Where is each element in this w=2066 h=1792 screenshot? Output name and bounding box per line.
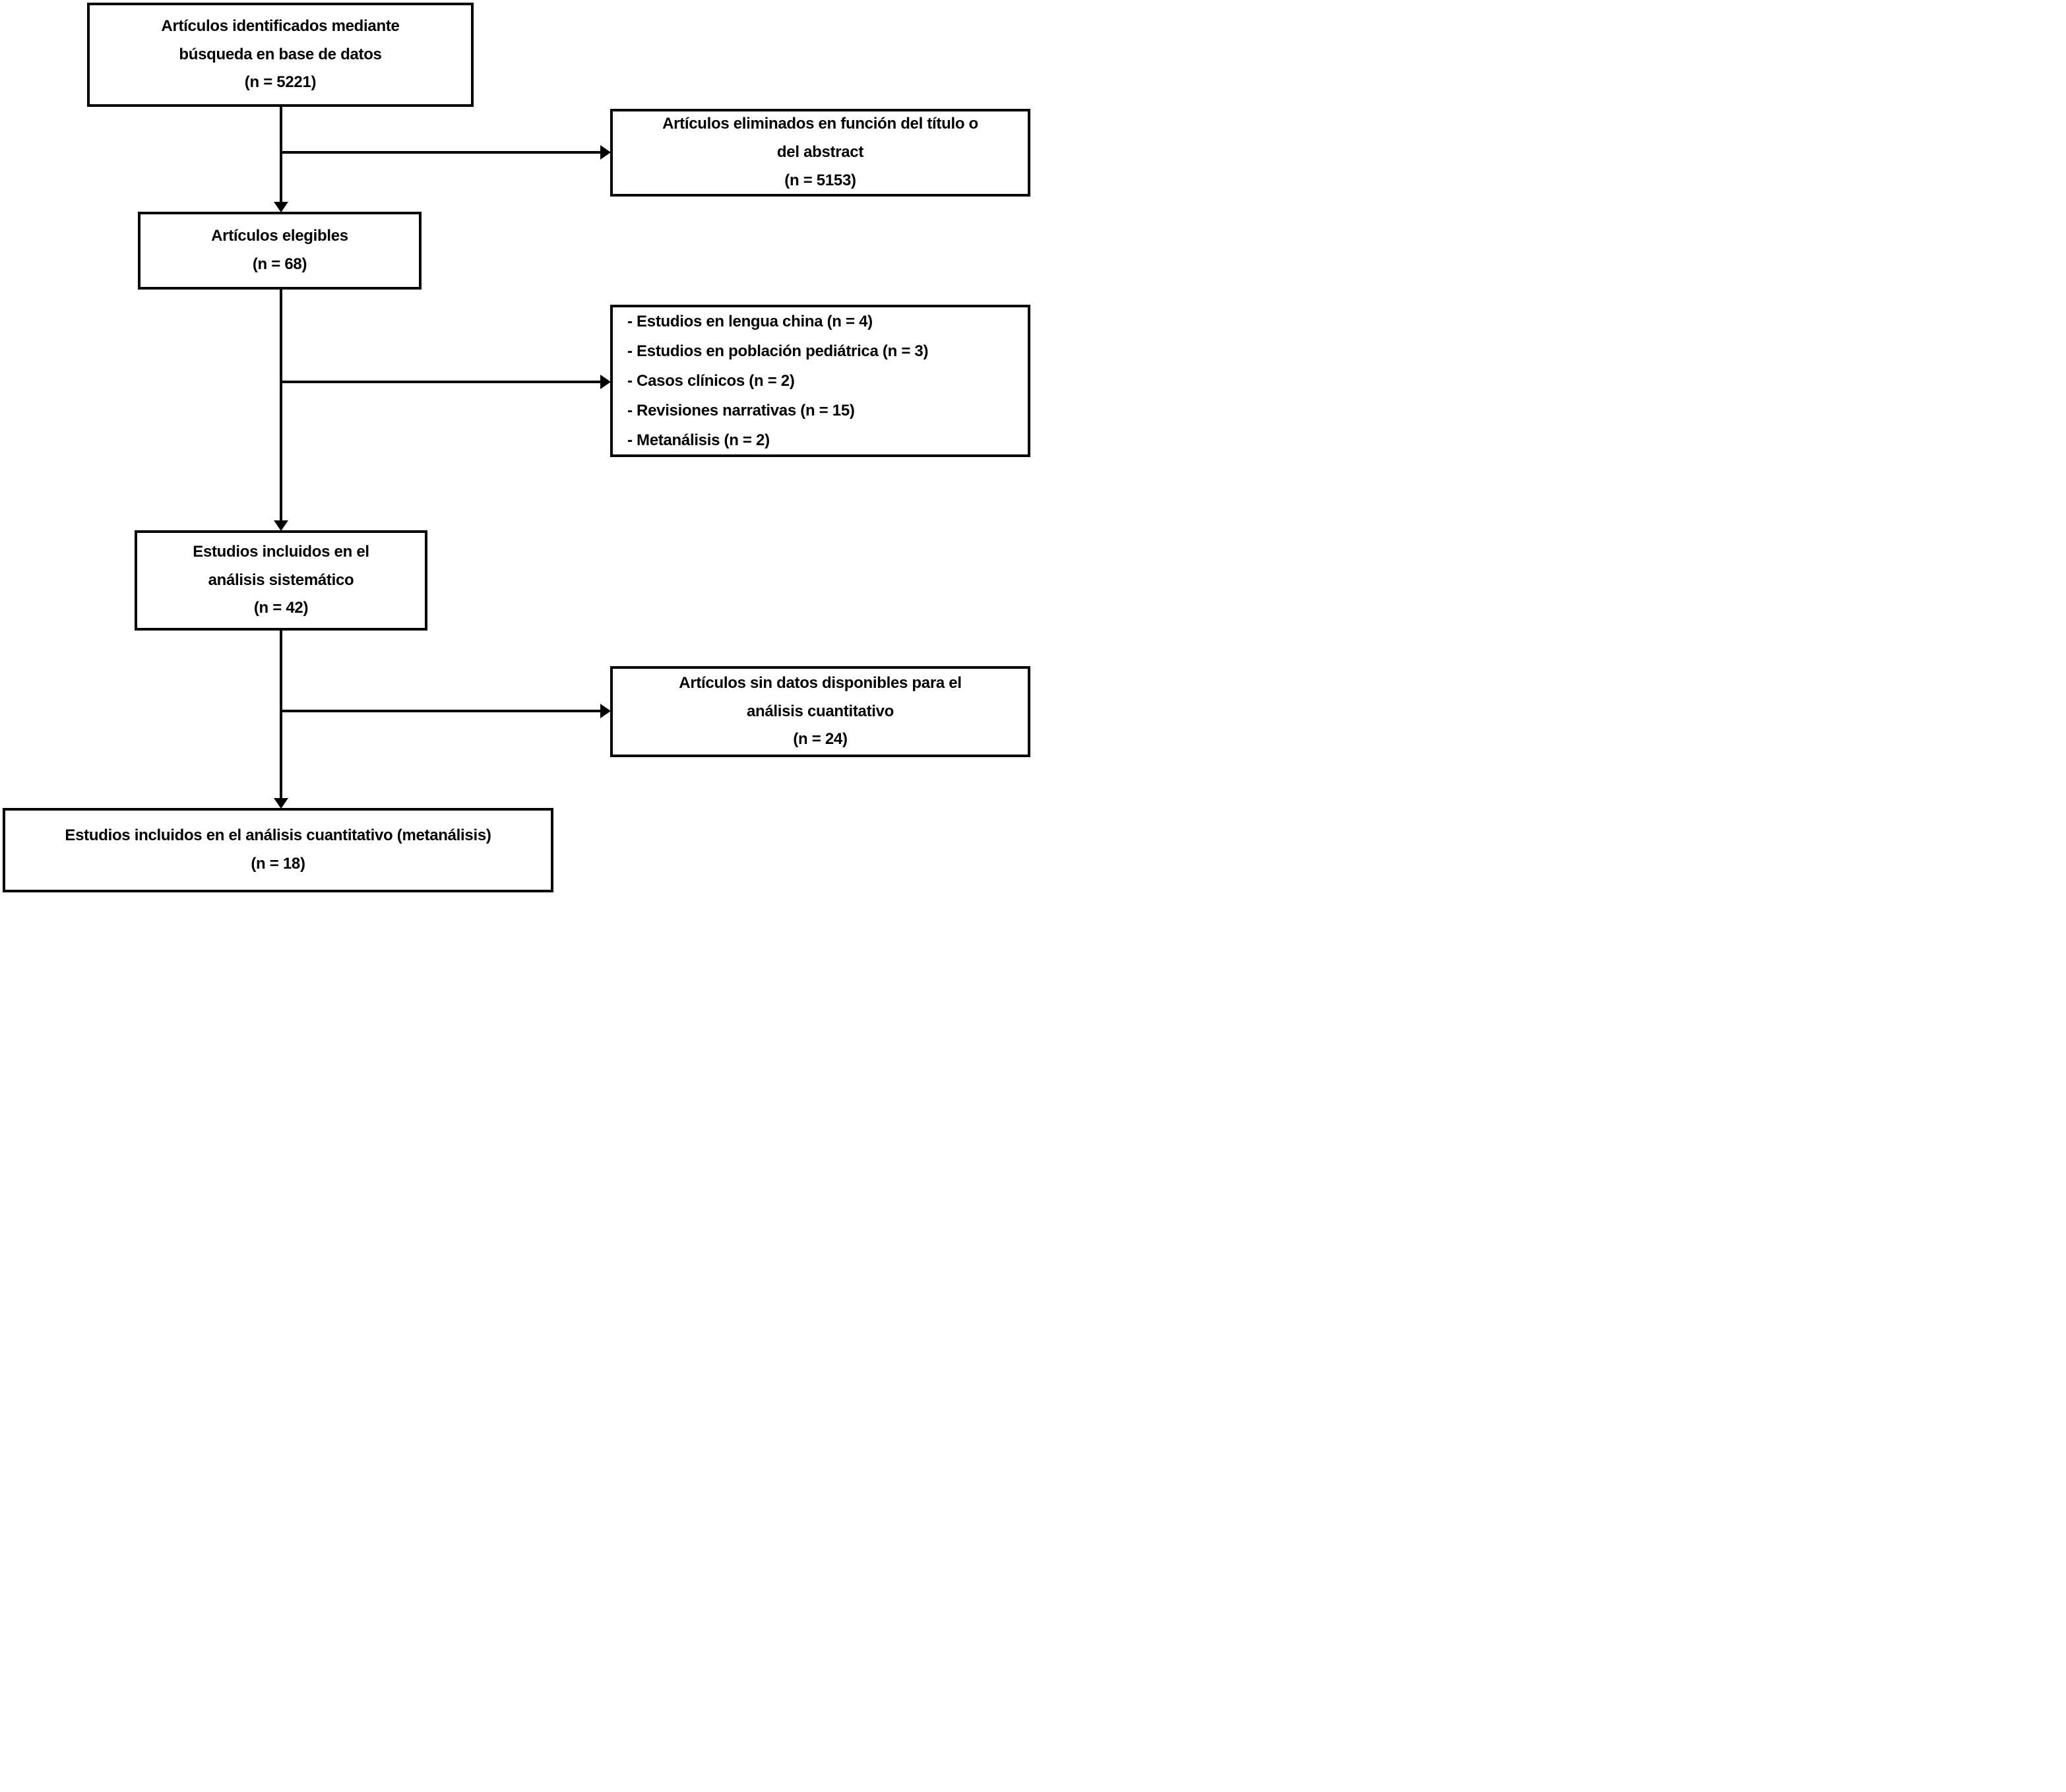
arrowhead-down-icon: [274, 798, 288, 809]
box-articles-eligible-label: Artículos elegibles (n = 68): [211, 227, 348, 273]
connector-eligible-to-exclusions: [280, 381, 601, 383]
box-systematic-analysis: Estudios incluidos en el análisis sistem…: [135, 530, 427, 631]
connector-identified-to-eligible: [280, 107, 282, 203]
connector-eligible-to-systematic: [280, 289, 282, 522]
arrowhead-right-icon: [600, 375, 611, 389]
exclusion-reason-item: - Casos clínicos (n = 2): [627, 372, 795, 390]
exclusion-reason-item: - Revisiones narrativas (n = 15): [627, 402, 855, 419]
box-articles-excluded-title-abstract: Artículos eliminados en función del títu…: [610, 109, 1030, 197]
arrowhead-down-icon: [274, 520, 288, 531]
arrowhead-down-icon: [274, 202, 288, 212]
box-quantitative-analysis: Estudios incluidos en el análisis cuanti…: [3, 808, 553, 892]
flow-diagram: Artículos identificados mediante búsqued…: [0, 0, 1033, 896]
box-articles-excluded-title-abstract-label: Artículos eliminados en función del títu…: [662, 115, 978, 189]
box-systematic-analysis-label: Estudios incluidos en el análisis sistem…: [193, 542, 369, 617]
connector-identified-to-excluded: [280, 151, 601, 154]
connector-systematic-to-quantitative: [280, 631, 282, 799]
box-no-data-available-label: Artículos sin datos disponibles para el …: [679, 673, 962, 749]
box-articles-eligible: Artículos elegibles (n = 68): [138, 212, 422, 290]
exclusion-reason-item: - Estudios en población pediátrica (n = …: [627, 342, 929, 360]
box-no-data-available: Artículos sin datos disponibles para el …: [610, 666, 1030, 757]
box-quantitative-analysis-label: Estudios incluidos en el análisis cuanti…: [65, 826, 491, 873]
box-articles-identified-label: Artículos identificados mediante búsqued…: [161, 16, 400, 92]
arrowhead-right-icon: [600, 704, 611, 718]
arrowhead-right-icon: [600, 145, 611, 160]
box-articles-identified: Artículos identificados mediante búsqued…: [87, 3, 474, 107]
connector-systematic-to-nodata: [280, 710, 601, 712]
box-exclusion-reasons: - Estudios en lengua china (n = 4) - Est…: [610, 305, 1030, 457]
exclusion-reason-item: - Metanálisis (n = 2): [627, 431, 770, 449]
exclusion-reason-item: - Estudios en lengua china (n = 4): [627, 313, 873, 330]
